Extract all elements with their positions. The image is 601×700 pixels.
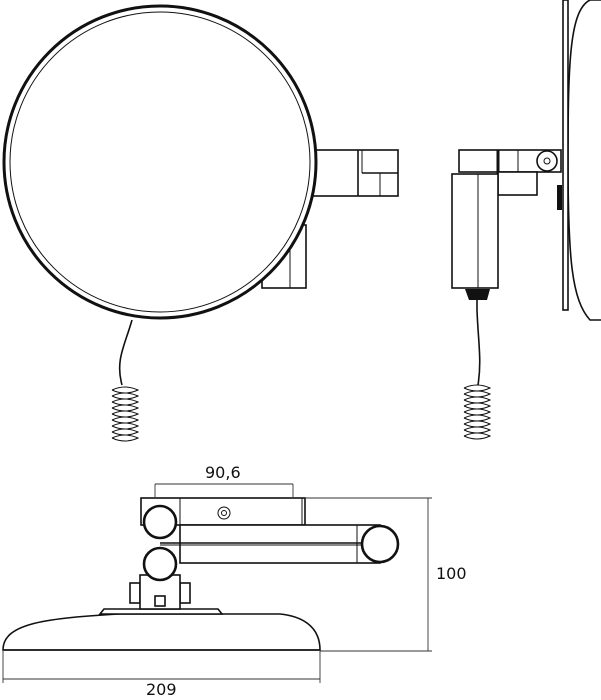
dim-label-arm-offset: 90,6 [205, 463, 241, 482]
mirror-glass [9, 11, 311, 313]
side-mount-box [451, 173, 499, 289]
dim-label-height: 100 [436, 564, 467, 583]
joint-1 [142, 504, 178, 540]
front-coil [111, 386, 140, 442]
dim-label-base-width: 209 [146, 680, 177, 699]
base-flange [98, 608, 224, 615]
front-cable [118, 319, 133, 386]
side-plug [465, 289, 490, 300]
side-coil [463, 384, 492, 440]
lower-arm [179, 524, 381, 564]
side-mirror-back [567, 0, 601, 321]
side-cable [476, 300, 481, 386]
top-view [2, 483, 432, 683]
side-mirror-rim [562, 0, 569, 311]
base-plate [2, 613, 321, 651]
joint-3 [360, 524, 400, 564]
side-knob [536, 150, 558, 172]
mirror-outer-ring [2, 4, 318, 320]
side-view [451, 0, 601, 440]
side-mirror-clip [557, 185, 562, 210]
front-view [2, 4, 399, 442]
joint-2 [142, 546, 178, 582]
